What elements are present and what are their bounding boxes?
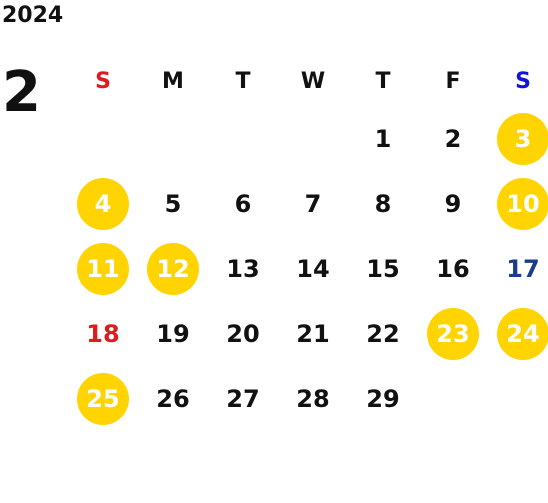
day-cell: 7 xyxy=(278,171,348,236)
day-cell: 17 xyxy=(488,236,548,301)
day-number: 2 xyxy=(444,124,462,153)
day-cell: 12 xyxy=(138,236,208,301)
day-cell xyxy=(278,106,348,171)
day-cell: 1 xyxy=(348,106,418,171)
day-cell: 3 xyxy=(488,106,548,171)
day-number: 3 xyxy=(497,112,548,165)
day-cell: 19 xyxy=(138,301,208,366)
weekday-tuesday: T xyxy=(235,68,251,94)
day-number: 28 xyxy=(296,384,330,413)
day-number: 14 xyxy=(296,254,330,283)
day-cell: 27 xyxy=(208,366,278,431)
day-cell: 10 xyxy=(488,171,548,236)
day-cell: 26 xyxy=(138,366,208,431)
day-number: 23 xyxy=(427,307,479,360)
day-number: 15 xyxy=(366,254,400,283)
day-cell: 8 xyxy=(348,171,418,236)
day-cell: 4 xyxy=(68,171,138,236)
day-cell: 18 xyxy=(68,301,138,366)
day-number: 27 xyxy=(226,384,260,413)
day-cell xyxy=(208,106,278,171)
day-number: 6 xyxy=(234,189,252,218)
day-cell: 9 xyxy=(418,171,488,236)
day-number: 21 xyxy=(296,319,330,348)
day-number: 1 xyxy=(374,124,392,153)
day-number: 20 xyxy=(226,319,260,348)
day-number: 4 xyxy=(77,177,129,230)
day-cell: 15 xyxy=(348,236,418,301)
day-number: 29 xyxy=(366,384,400,413)
day-number: 18 xyxy=(86,319,120,348)
day-cell: 29 xyxy=(348,366,418,431)
day-cell: 13 xyxy=(208,236,278,301)
day-cell: 25 xyxy=(68,366,138,431)
day-cell: 11 xyxy=(68,236,138,301)
year-label: 2024 xyxy=(2,3,64,28)
day-number: 26 xyxy=(156,384,190,413)
day-cell xyxy=(418,366,488,431)
day-number: 8 xyxy=(374,189,392,218)
day-cell xyxy=(138,106,208,171)
day-number: 5 xyxy=(164,189,182,218)
day-number: 16 xyxy=(436,254,470,283)
day-number: 12 xyxy=(147,242,199,295)
day-number: 17 xyxy=(506,254,540,283)
month-number: 2 xyxy=(2,60,41,125)
calendar-grid: S M T W T F S 1 2 3 4 5 6 7 8 9 10 11 12… xyxy=(68,56,548,431)
day-number: 19 xyxy=(156,319,190,348)
day-number: 11 xyxy=(77,242,129,295)
weekday-friday: F xyxy=(445,68,461,94)
day-number: 22 xyxy=(366,319,400,348)
day-cell: 5 xyxy=(138,171,208,236)
weekday-monday: M xyxy=(162,68,184,94)
day-number: 7 xyxy=(304,189,322,218)
day-cell xyxy=(488,366,548,431)
weekday-saturday: S xyxy=(515,68,531,94)
day-cell: 28 xyxy=(278,366,348,431)
day-cell: 16 xyxy=(418,236,488,301)
day-cell: 6 xyxy=(208,171,278,236)
day-cell: 23 xyxy=(418,301,488,366)
weekday-thursday: T xyxy=(375,68,391,94)
day-cell: 22 xyxy=(348,301,418,366)
day-cell: 20 xyxy=(208,301,278,366)
weekday-sunday: S xyxy=(95,68,111,94)
day-cell: 24 xyxy=(488,301,548,366)
day-cell xyxy=(68,106,138,171)
day-number: 10 xyxy=(497,177,548,230)
day-number: 25 xyxy=(77,372,129,425)
day-number: 9 xyxy=(444,189,462,218)
day-number: 13 xyxy=(226,254,260,283)
day-cell: 2 xyxy=(418,106,488,171)
day-cell: 21 xyxy=(278,301,348,366)
weekday-wednesday: W xyxy=(300,68,326,94)
day-cell: 14 xyxy=(278,236,348,301)
day-number: 24 xyxy=(497,307,548,360)
